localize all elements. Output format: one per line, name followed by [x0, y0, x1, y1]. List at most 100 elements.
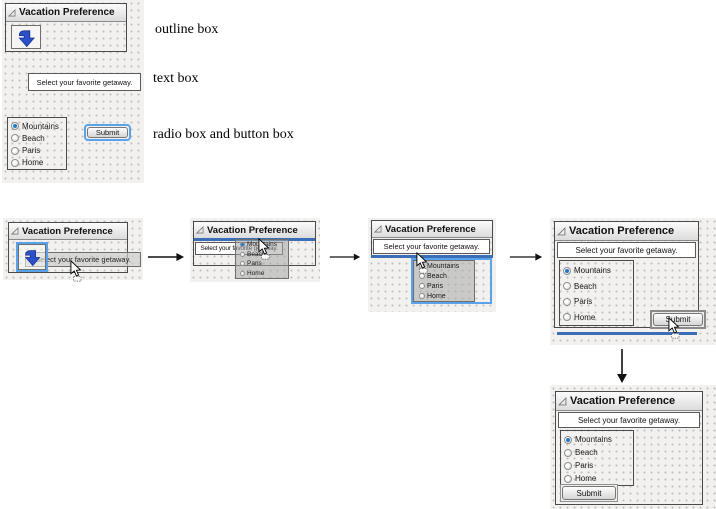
collapse-triangle-icon: [197, 227, 203, 233]
prompt-text-box: Select your favorite getaway.: [557, 242, 696, 258]
radio-option-beach[interactable]: Beach: [560, 279, 633, 295]
radio-label: Mountains: [574, 266, 611, 276]
radio-option-paris[interactable]: Paris: [8, 145, 66, 157]
radio-label: Home: [574, 312, 596, 322]
radio-label: Beach: [247, 250, 266, 258]
radio-icon: [419, 273, 425, 279]
radio-icon: [564, 474, 572, 483]
prompt-text-box: Select your favorite getaway.: [558, 412, 700, 428]
radio-label: Home: [427, 292, 446, 300]
blue-arrow-widget[interactable]: [11, 25, 41, 49]
radio-option-paris[interactable]: Paris: [561, 459, 633, 472]
panel-title: Vacation Preference: [22, 225, 113, 237]
flow-arrow-right-icon: [509, 251, 543, 263]
radio-label: Beach: [575, 448, 598, 457]
panel-header[interactable]: Vacation Preference: [372, 221, 492, 238]
radio-label: Beach: [427, 272, 447, 280]
drag-cursor-icon: [256, 238, 271, 260]
radio-label: Beach: [22, 133, 45, 143]
legend-radio-label: radio box and button box: [153, 127, 294, 142]
radio-icon: [240, 261, 245, 267]
radio-option-home[interactable]: Home: [8, 157, 66, 169]
submit-button[interactable]: Submit: [87, 127, 128, 138]
radio-icon: [563, 297, 571, 306]
radio-icon: [564, 448, 572, 457]
legend-outline-label: outline box: [155, 22, 219, 37]
insertion-indicator-line: [557, 332, 697, 335]
radio-label: Beach: [574, 281, 597, 291]
radio-option-paris: Paris: [416, 283, 474, 290]
collapse-triangle-icon: [12, 228, 18, 234]
radio-option-home: Home: [416, 293, 474, 300]
radio-label: Paris: [574, 297, 593, 307]
panel-title: Vacation Preference: [385, 223, 476, 235]
radio-label: Mountains: [427, 262, 460, 270]
drag-cursor-icon: [414, 252, 429, 274]
radio-label: Paris: [247, 260, 262, 268]
panel-vacation-preference: Vacation Preference: [555, 391, 703, 505]
selection-ring: [16, 242, 48, 272]
blue-arrow-widget[interactable]: [18, 244, 46, 270]
panel-title: Vacation Preference: [569, 225, 675, 237]
radio-icon: [240, 251, 245, 257]
radio-option-home[interactable]: Home: [560, 310, 633, 326]
drag-ghost-text-box[interactable]: Select your favorite getaway.: [25, 252, 141, 267]
radio-label: Paris: [427, 282, 443, 290]
drag-cursor-icon: [666, 317, 681, 339]
radio-group: Mountains Beach Paris Home: [560, 430, 634, 486]
radio-icon: [11, 146, 19, 155]
radio-icon: [11, 158, 19, 167]
submit-focus-ring: Submit: [84, 124, 131, 141]
radio-option-mountains[interactable]: Mountains: [8, 120, 66, 132]
radio-icon: [563, 313, 571, 322]
drag-cursor-icon: [68, 260, 83, 282]
radio-label: Paris: [575, 461, 594, 470]
radio-option-mountains[interactable]: Mountains: [561, 433, 633, 446]
radio-selected-icon: [564, 435, 572, 444]
blue-bent-down-arrow-icon: [16, 27, 37, 48]
submit-button-frame: Submit: [560, 484, 618, 502]
radio-option-mountains[interactable]: Mountains: [560, 263, 633, 279]
insertion-indicator-line: [371, 255, 493, 258]
radio-selected-icon: [240, 242, 245, 248]
radio-label: Home: [247, 269, 265, 277]
panel-header[interactable]: Vacation Preference: [556, 392, 702, 411]
panel-vacation-preference: Vacation Preference: [5, 3, 127, 52]
panel-vacation-preference: Vacation Preference: [8, 222, 128, 273]
drag-ghost-submit-button[interactable]: Submit: [650, 310, 706, 329]
collapse-triangle-icon: [375, 226, 381, 232]
radio-label: Mountains: [22, 121, 59, 131]
radio-label: Mountains: [575, 435, 612, 444]
legend-text-label: text box: [153, 71, 199, 86]
prompt-text-box: Select your favorite getaway.: [28, 73, 141, 91]
panel-header[interactable]: Vacation Preference: [194, 222, 315, 239]
radio-option-paris[interactable]: Paris: [560, 294, 633, 310]
radio-option-home[interactable]: Home: [561, 472, 633, 485]
radio-icon: [564, 461, 572, 470]
submit-button[interactable]: Submit: [562, 486, 616, 500]
flow-arrow-down-icon: [615, 348, 629, 384]
radio-selected-icon: [11, 122, 19, 131]
radio-icon: [240, 270, 245, 276]
radio-group: Mountains Beach Paris Home: [559, 260, 634, 326]
submit-button[interactable]: Submit: [653, 313, 703, 326]
panel-header[interactable]: Vacation Preference: [555, 222, 698, 241]
panel-vacation-preference: Vacation Preference: [554, 221, 699, 328]
radio-option-beach[interactable]: Beach: [8, 132, 66, 144]
flow-arrow-right-icon: [147, 251, 185, 263]
blue-bent-down-arrow-icon: [23, 247, 42, 267]
panel-header[interactable]: Vacation Preference: [9, 223, 127, 240]
radio-label: Home: [22, 158, 44, 168]
panel-title: Vacation Preference: [19, 7, 115, 18]
radio-option-beach: Beach: [237, 251, 288, 258]
radio-option-paris: Paris: [237, 260, 288, 267]
radio-icon: [563, 282, 571, 291]
radio-group: Mountains Beach Paris Home: [7, 117, 67, 170]
radio-option-beach[interactable]: Beach: [561, 446, 633, 459]
radio-icon: [419, 283, 425, 289]
collapse-triangle-icon: [9, 9, 15, 15]
radio-option-home: Home: [237, 270, 288, 277]
collapse-triangle-icon: [558, 228, 565, 235]
panel-header[interactable]: Vacation Preference: [6, 4, 126, 22]
